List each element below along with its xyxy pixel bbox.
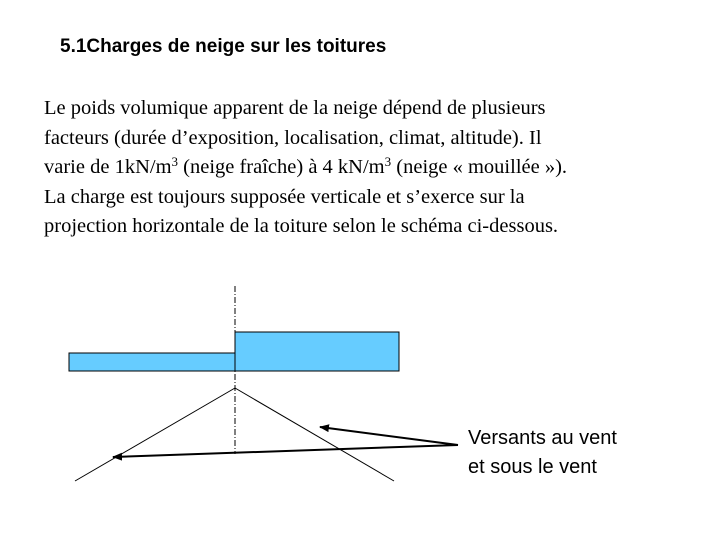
paragraph-text: (neige fraîche) à 4 kN/m bbox=[178, 156, 385, 178]
paragraph-text: varie de 1kN/m bbox=[44, 156, 172, 178]
paragraph-line: varie de 1kN/m3 (neige fraîche) à 4 kN/m… bbox=[44, 153, 684, 183]
snow-load-block-leeward bbox=[68, 352, 236, 372]
roof-slope-right bbox=[234, 387, 395, 482]
pointer-arrow-windward bbox=[319, 424, 459, 446]
superscript-exponent: 3 bbox=[171, 154, 179, 169]
paragraph-line: Le poids volumique apparent de la neige … bbox=[44, 97, 546, 119]
snow-load-block-windward bbox=[234, 331, 400, 372]
diagram-caption: Versants au vent et sous le vent bbox=[468, 424, 617, 482]
caption-line: et sous le vent bbox=[468, 456, 597, 478]
pointer-arrow-leeward bbox=[112, 444, 459, 461]
paragraph-text: (neige « mouillée »). bbox=[391, 156, 568, 178]
caption-line: Versants au vent bbox=[468, 427, 617, 449]
roof-slope-left bbox=[74, 387, 236, 482]
paragraph-line: facteurs (durée d’exposition, localisati… bbox=[44, 126, 542, 149]
superscript-exponent: 3 bbox=[384, 154, 392, 169]
slide-title: 5.1Charges de neige sur les toitures bbox=[60, 36, 387, 57]
paragraph-line: projection horizontale de la toiture sel… bbox=[44, 215, 559, 237]
body-paragraph: Le poids volumique apparent de la neige … bbox=[44, 94, 684, 242]
paragraph-line: La charge est toujours supposée vertical… bbox=[44, 185, 525, 208]
